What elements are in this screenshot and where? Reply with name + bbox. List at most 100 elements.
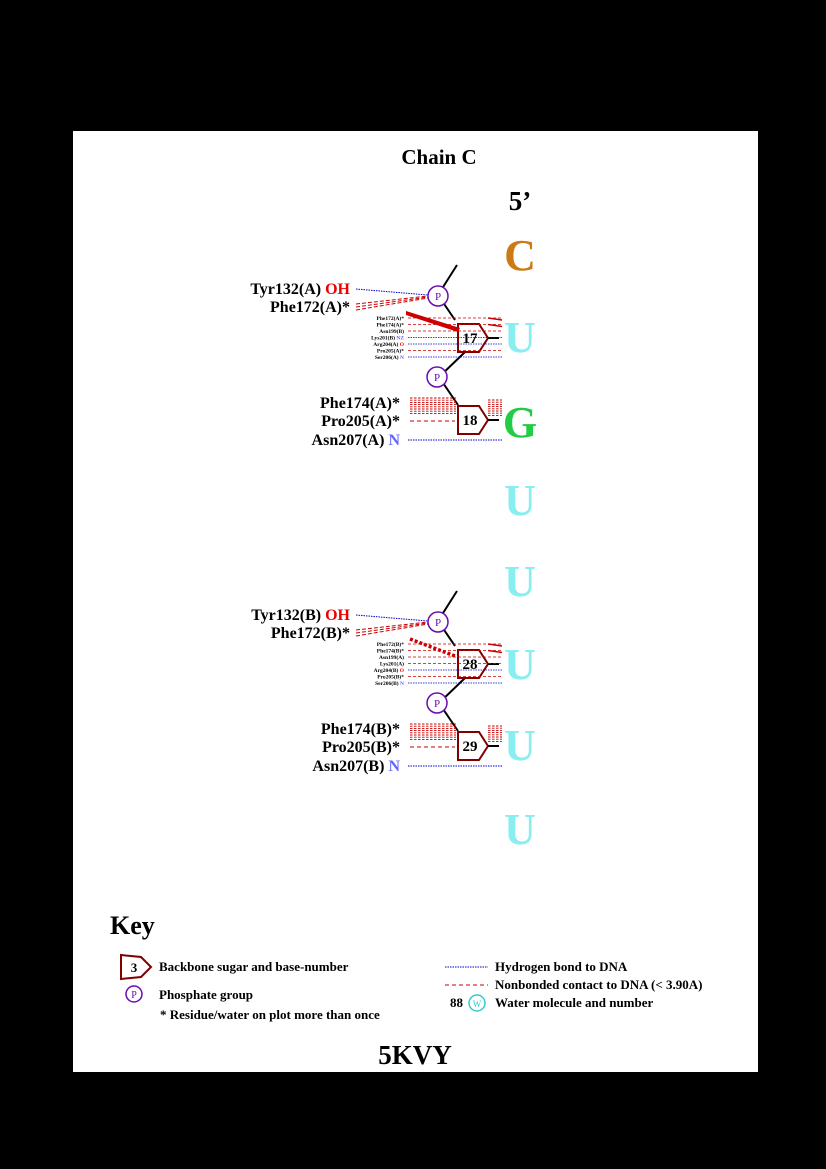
residue-name: Asn199(B) [379,328,404,335]
phosphate-key-symbol: P [131,990,137,1001]
small-residue-label: Ser206(A) N [375,354,404,361]
residue-name: Phe174(B)* [377,648,404,655]
residue-label: Phe174(B)* [321,721,400,738]
hbond-line [355,614,429,622]
residue-name: Arg204(A) [373,341,398,348]
small-residue-label: Phe172(A)* [377,315,405,322]
residue-label: Asn207(A) N [312,432,401,449]
nonbonded-key-text: Nonbonded contact to DNA (< 3.90A) [495,977,702,992]
sugar-icon [457,731,490,761]
small-residue-label: Asn199(A) [379,654,404,661]
base-letter-U: U [504,476,536,525]
chain-title: Chain C [401,145,476,169]
phosphate-key-text: Phosphate group [159,987,253,1002]
small-residue-label: Ser206(B) N [375,680,404,687]
key-panel: Key 3 Backbone sugar and base-number P P… [110,911,702,1022]
residue-label: Phe172(A)* [270,299,350,316]
atom-name: N [399,355,404,361]
residue-name: Lys201(B) [371,335,395,342]
atom-name: OH [321,281,350,298]
nonbonded-line [487,643,503,647]
residue-name: Phe172(B)* [377,641,404,648]
nonbonded-line [487,649,503,654]
residue-name: Phe172(B)* [271,625,350,642]
phosphate-symbol: P [434,372,440,384]
base-letter-U: U [504,313,536,362]
residue-name: Arg204(B) [374,667,399,674]
phosphate-symbol: P [434,698,440,710]
small-residue-label: Arg204(A) O [373,341,404,348]
phosphate-symbol: P [435,291,441,303]
nonbonded-line [487,317,503,321]
residue-name: Pro205(B)* [322,739,400,756]
residue-name: Phe174(A)* [377,322,405,329]
residue-name: Asn207(A) [312,432,385,449]
water-key-number: 88 [450,995,464,1010]
water-key-icon [468,994,486,1012]
base-letter-G: G [503,398,537,447]
residue-name: Asn207(B) [312,758,384,775]
base-letter-U: U [504,721,536,770]
water-key-symbol: W [473,999,482,1009]
residue-name: Phe172(A)* [270,299,350,316]
pdb-code: 5KVY [378,1040,452,1070]
small-residue-label: Phe174(B)* [377,648,404,655]
strand-5prime-label: 5’ [509,186,532,216]
nucleotide-number: 18 [463,413,478,429]
small-residue-label: Asn199(B) [379,328,404,335]
nucleotide-number: 17 [463,331,479,347]
residue-name: Pro205(A)* [321,413,400,430]
nucleotide-number: 29 [463,739,478,755]
sugar-key-text: Backbone sugar and base-number [159,959,349,974]
nonbonded-wedge [406,311,460,332]
phosphate-symbol: P [435,617,441,629]
residue-label: Tyr132(B) OH [251,607,350,624]
hbond-key-text: Hydrogen bond to DNA [495,959,628,974]
phosphate-key-icon [125,985,143,1003]
base-letter-U: U [504,557,536,606]
atom-name: N [384,758,400,775]
atom-name: O [398,342,404,348]
atom-name: OH [321,607,350,624]
small-residue-label: Lys201(B) NZ [371,335,404,342]
hbond-line [355,288,429,296]
residue-name: Tyr132(B) [251,607,321,624]
sugar-key-icon [120,953,153,981]
residue-label: Tyr132(A) OH [250,281,350,298]
residue-label: Phe174(A)* [320,395,400,412]
residue-name: Phe174(B)* [321,721,400,738]
residue-name: Ser206(B) [375,680,399,687]
phosphate-icon [426,692,448,714]
atom-name: O [398,668,404,674]
residue-name: Pro205(B)* [377,674,404,681]
water-key-text: Water molecule and number [495,995,654,1010]
plot-sheet [73,131,758,1072]
repeat-key-text: * Residue/water on plot more than once [160,1007,380,1022]
small-residue-label: Phe174(A)* [377,322,405,329]
small-residue-label: Phe172(B)* [377,641,404,648]
nonbonded-line [487,323,503,328]
base-letter-C: C [504,231,536,280]
nonbonded-line [355,622,429,634]
nonbonded-line [355,623,429,637]
residue-name: Ser206(A) [375,354,399,361]
residue-name: Phe174(A)* [320,395,400,412]
small-residue-label: Lys201(A) [380,661,404,668]
residue-name: Asn199(A) [379,654,404,661]
atom-name: NZ [395,336,404,342]
base-letter-U: U [504,640,536,689]
residue-name: Tyr132(A) [250,281,321,298]
nonbonded-line [355,297,429,311]
sugar-icon [457,405,490,435]
nonbonded-line [355,295,429,305]
nonbonded-line [355,621,429,631]
atom-name: N [399,681,404,687]
atom-name: N [384,432,400,449]
residue-name: Phe172(A)* [377,315,405,322]
residue-label: Asn207(B) N [312,758,400,775]
residue-name: Lys201(A) [380,661,404,668]
residue-label: Pro205(A)* [321,413,400,430]
